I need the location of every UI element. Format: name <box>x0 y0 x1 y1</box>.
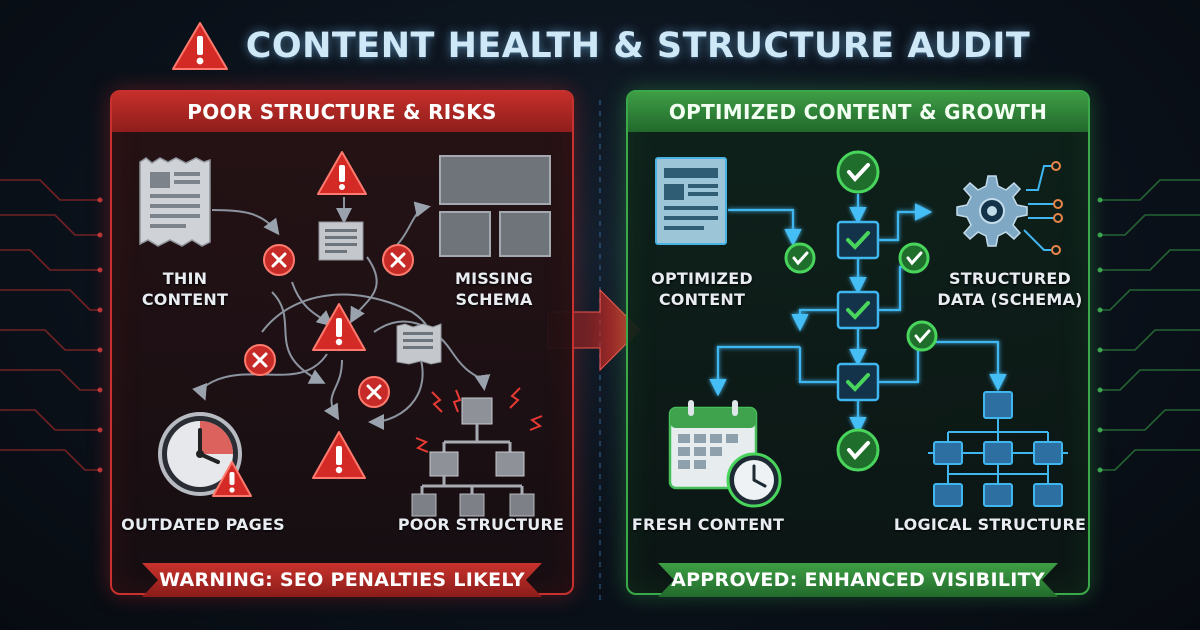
error-x-icon <box>382 244 414 276</box>
poor-structure-label: POOR STRUCTURE <box>397 515 565 534</box>
page-title: CONTENT HEALTH & STRUCTURE AUDIT <box>0 14 1200 78</box>
gear-network-icon <box>956 161 1063 255</box>
warning-icon <box>312 431 366 479</box>
calendar-clock-icon <box>668 400 782 508</box>
hierarchy-icon <box>928 391 1068 507</box>
check-circle-icon <box>784 242 816 274</box>
growth-diagram <box>655 150 1068 508</box>
empty-layout-icon <box>439 155 551 257</box>
error-x-icon <box>358 376 390 408</box>
risk-diagram <box>139 151 551 517</box>
fresh-content-label: FRESH CONTENT <box>631 515 785 534</box>
warning-icon <box>171 22 228 70</box>
optimized-content-header: OPTIMIZED CONTENT & GROWTH <box>628 92 1088 132</box>
outdated-pages-label: OUTDATED PAGES <box>121 515 285 534</box>
left-circuit-traces <box>0 179 100 471</box>
torn-document-icon <box>396 323 442 365</box>
torn-document-icon <box>139 157 211 247</box>
check-box-icon <box>836 290 880 330</box>
poor-structure-header: POOR STRUCTURE & RISKS <box>112 92 572 132</box>
warning-ribbon: WARNING: SEO PENALTIES LIKELY <box>142 563 542 597</box>
warning-icon <box>312 303 366 351</box>
check-box-icon <box>836 362 880 402</box>
broken-hierarchy-icon <box>411 387 543 517</box>
clock-warning-icon <box>158 412 252 497</box>
warning-icon <box>317 151 367 195</box>
optimized-content-panel: OPTIMIZED CONTENT & GROWTH <box>626 90 1090 595</box>
title-text: CONTENT HEALTH & STRUCTURE AUDIT <box>245 26 1031 66</box>
poor-structure-panel: POOR STRUCTURE & RISKS <box>110 90 574 595</box>
check-circle-icon <box>836 428 880 472</box>
error-x-icon <box>263 244 295 276</box>
check-circle-icon <box>906 320 938 352</box>
document-icon <box>318 221 364 261</box>
check-circle-icon <box>898 242 930 274</box>
document-icon <box>655 157 727 245</box>
check-circle-icon <box>836 150 880 194</box>
check-box-icon <box>836 220 880 260</box>
approved-ribbon: APPROVED: ENHANCED VISIBILITY <box>658 563 1058 597</box>
logical-structure-label: LOGICAL STRUCTURE <box>893 515 1087 534</box>
right-circuit-traces <box>1100 179 1200 471</box>
error-x-icon <box>244 344 276 376</box>
